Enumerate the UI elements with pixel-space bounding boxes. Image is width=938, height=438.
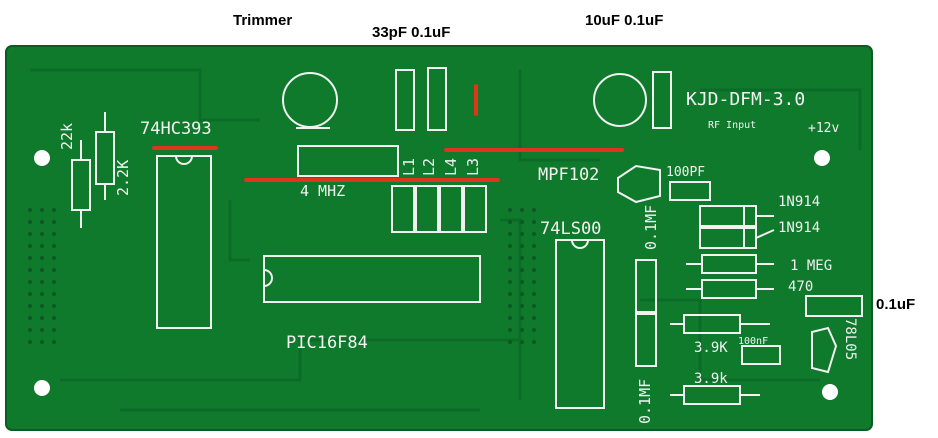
cap-01uf-right-label: 0.1uF	[876, 296, 916, 313]
cap-10uf-01uf-label: 10uF 0.1uF	[585, 12, 664, 29]
coil-l1-label: L1	[400, 158, 418, 176]
cap-10uf-outline	[593, 73, 647, 127]
board-name-label: KJD-DFM-3.0	[686, 89, 805, 110]
fet-label: MPF102	[538, 165, 599, 185]
cap-100nf-label: 100nF	[738, 336, 768, 347]
cap-33pf-outline	[395, 69, 415, 131]
mounting-hole	[34, 380, 50, 396]
resistor-22k-label: 22k	[58, 123, 76, 150]
diode-1-label: 1N914	[778, 194, 820, 210]
fet-mpf102-outline	[617, 164, 661, 204]
resistor-2-2k-label: 2.2K	[114, 160, 132, 196]
cap-01mf-bottom-label: 0.1MF	[636, 379, 654, 424]
cap-01uf-top-outline	[427, 67, 447, 131]
resistor-3-9k-b-label: 3.9k	[694, 371, 728, 387]
ic-74ls00-label: 74LS00	[540, 219, 601, 239]
resistor-3-9k-a-label: 3.9K	[694, 340, 728, 356]
cap-01uf-top-right-outline	[652, 71, 672, 129]
mounting-hole	[822, 384, 838, 400]
crystal-label: 4 MHZ	[300, 182, 345, 200]
ic-74hc393-label: 74HC393	[140, 119, 212, 139]
diode-2-label: 1N914	[778, 220, 820, 236]
cap-01uf-right-outline	[805, 295, 863, 317]
cap-01mf-top-outline	[635, 259, 657, 313]
resistor-470-label: 470	[788, 279, 813, 295]
cap-100nf-outline	[741, 345, 781, 365]
coil-l2-outline	[415, 185, 439, 233]
regulator-78l05-outline	[811, 326, 838, 374]
mounting-hole	[814, 150, 830, 166]
mcu-pic16f84-outline	[263, 255, 481, 303]
cap-01mf-bottom-outline	[635, 313, 657, 367]
coil-l3-label: L3	[464, 158, 482, 176]
cap-33pf-01uf-label: 33pF 0.1uF	[372, 24, 451, 41]
mounting-hole	[34, 150, 50, 166]
ic-74hc393-outline	[156, 155, 212, 329]
coil-l3-outline	[463, 185, 487, 233]
coil-l1-outline	[391, 185, 415, 233]
crystal-outline	[297, 145, 399, 177]
coil-l4-label: L4	[442, 158, 460, 176]
ic-74ls00-outline	[555, 239, 605, 409]
regulator-label: 78L05	[842, 318, 858, 360]
resistor-1meg-label: 1 MEG	[790, 258, 832, 274]
cap-01mf-top-label: 0.1MF	[642, 205, 660, 250]
coil-l4-outline	[439, 185, 463, 233]
cap-100pf-label: 100PF	[666, 165, 705, 180]
rf-input-label: RF Input	[708, 120, 756, 131]
mcu-label: PIC16F84	[286, 333, 368, 353]
coil-l2-label: L2	[420, 158, 438, 176]
trimmer-label: Trimmer	[233, 12, 293, 29]
cap-100pf-outline	[669, 181, 711, 201]
power-label: +12v	[808, 121, 839, 136]
